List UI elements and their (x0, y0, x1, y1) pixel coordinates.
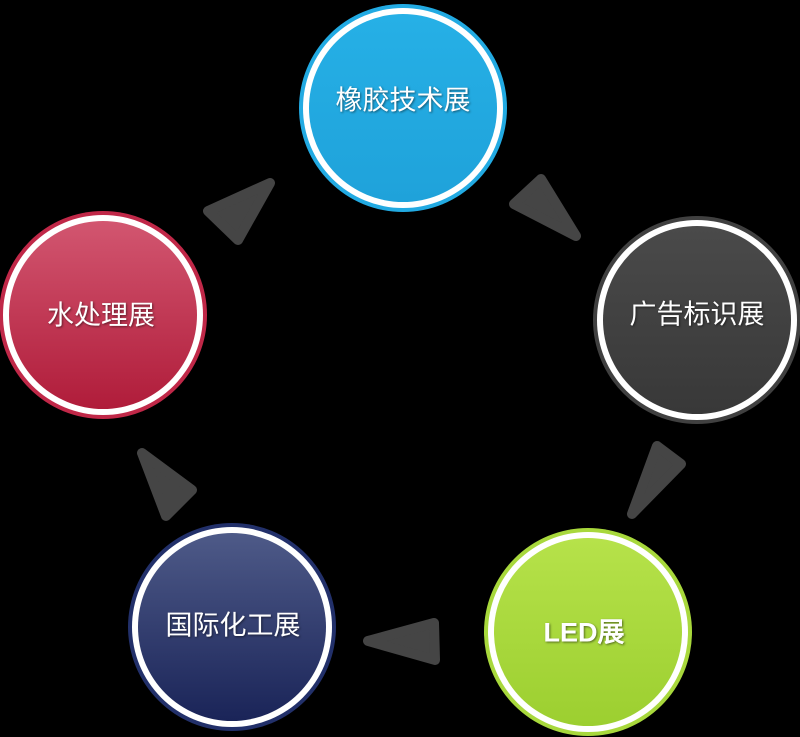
node-label-chemical: 国际化工展 (165, 610, 301, 642)
arrow-navy-to-red (137, 448, 197, 521)
arrow-blue-to-gray (509, 174, 581, 241)
arrow-green-to-navy (363, 618, 440, 665)
arrow-red-to-blue (203, 178, 275, 245)
node-label-water: 水处理展 (47, 300, 155, 332)
node-led (484, 528, 692, 736)
node-water (0, 211, 207, 419)
node-label-rubber: 橡胶技术展 (335, 85, 471, 117)
arrow-gray-to-green (627, 441, 686, 519)
node-rubber (299, 4, 507, 212)
node-label-led: LED展 (543, 617, 625, 648)
node-label-signage: 广告标识展 (629, 299, 765, 331)
node-chemical (128, 523, 336, 731)
node-signage (593, 216, 800, 424)
